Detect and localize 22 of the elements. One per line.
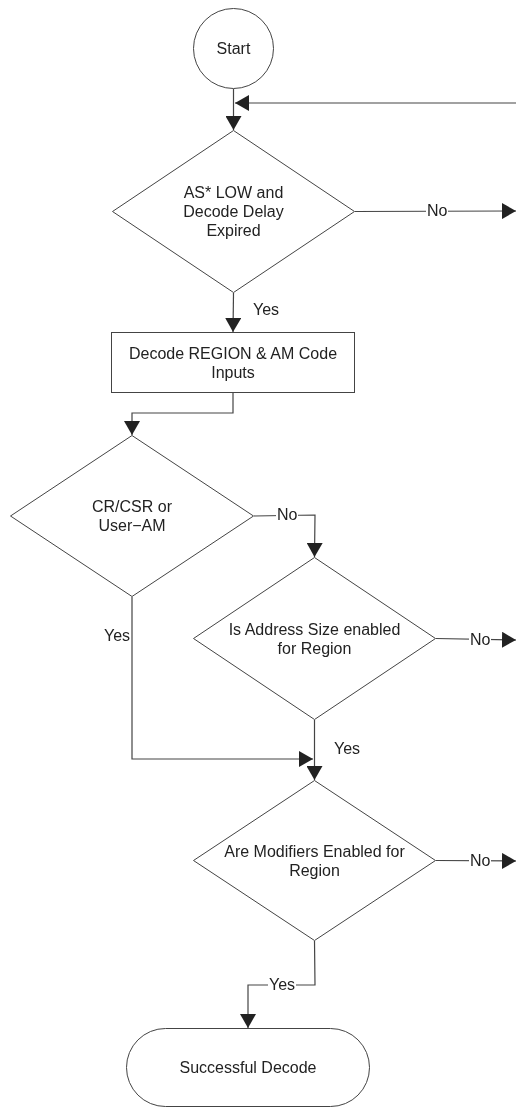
- arrow: [131, 596, 314, 767]
- decision-text: CR/CSR or User−AM: [91, 497, 173, 535]
- arrow: [124, 392, 234, 436]
- edge-label: Yes: [252, 301, 281, 319]
- process-box: [111, 332, 355, 393]
- arrow: [234, 95, 516, 111]
- decision-text: Are Modifiers Enabled for Region: [223, 841, 406, 880]
- decision-diamond: [193, 780, 436, 941]
- arrow: [225, 292, 242, 333]
- arrow: [306, 719, 323, 781]
- node-text: Start: [215, 39, 252, 58]
- edge-label: Yes: [103, 627, 132, 645]
- decision-text: AS* LOW and Decode Delay Expired: [182, 183, 285, 240]
- arrow: [354, 203, 516, 220]
- node-text: Decode REGION & AM Code Inputs: [127, 343, 339, 382]
- arrow: [225, 88, 242, 131]
- node-text: Successful Decode: [178, 1058, 318, 1077]
- decision-diamond: [193, 557, 436, 720]
- decision-text: Is Address Size enabled for Region: [227, 619, 402, 658]
- edge-label: Yes: [333, 740, 362, 758]
- decision-diamond: [112, 130, 355, 293]
- decision-diamond: [10, 435, 254, 597]
